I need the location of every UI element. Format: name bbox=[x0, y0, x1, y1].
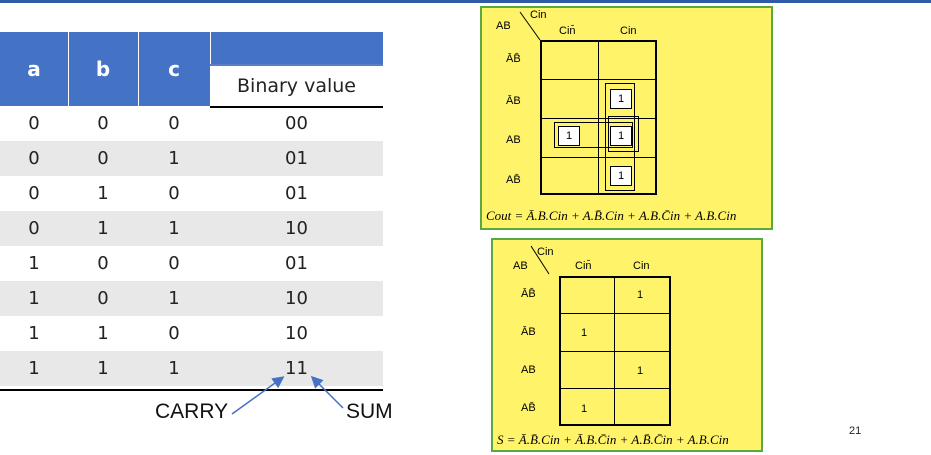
kmap-corner-cin: Cin bbox=[530, 9, 547, 21]
kmap-divider bbox=[598, 40, 599, 195]
cell-c: 1 bbox=[168, 218, 180, 239]
cell-a: 0 bbox=[28, 113, 40, 134]
cell-c: 1 bbox=[168, 148, 180, 169]
kmap-group-loop bbox=[554, 122, 633, 148]
cell-a: 1 bbox=[28, 288, 40, 309]
table-row: 1 0 0 01 bbox=[0, 246, 383, 281]
header-divider bbox=[68, 32, 69, 106]
kmap-carry: AB Cin Cin̄ Cin ĀB̄ ĀB AB AB̄ 1 1 1 1 Co… bbox=[480, 6, 773, 230]
cell-binary: 10 bbox=[285, 323, 308, 344]
cell-c: 0 bbox=[168, 253, 180, 274]
kmap-one: 1 bbox=[610, 126, 632, 146]
table-row: 1 0 1 10 bbox=[0, 281, 383, 316]
carry-equation: Cout = Ā.B.Cin + A.B̄.Cin + A.B.C̄in + A… bbox=[486, 208, 737, 223]
cell-binary: 01 bbox=[285, 148, 308, 169]
kmap-one: 1 bbox=[637, 365, 644, 377]
table-bottom-rule bbox=[0, 389, 383, 391]
cell-binary: 11 bbox=[285, 358, 308, 379]
truth-table: a b c Binary value 0 0 0 00 0 0 1 01 0 1… bbox=[0, 32, 383, 386]
kmap-row-header: AB bbox=[506, 134, 521, 146]
kmap-corner-cin: Cin bbox=[537, 246, 554, 258]
header-binary-value: Binary value bbox=[210, 64, 383, 108]
page-number: 21 bbox=[849, 425, 862, 437]
sum-label: SUM bbox=[346, 400, 393, 423]
table-row: 1 1 0 10 bbox=[0, 316, 383, 351]
cell-b: 0 bbox=[97, 148, 109, 169]
kmap-col-header: Cin̄ bbox=[559, 25, 576, 37]
header-c: c bbox=[138, 32, 210, 106]
cell-b: 1 bbox=[97, 183, 109, 204]
cell-b: 1 bbox=[97, 358, 109, 379]
kmap-divider bbox=[559, 351, 671, 352]
table-row: 0 0 1 01 bbox=[0, 141, 383, 176]
kmap-sum: AB Cin Cin̄ Cin ĀB̄ ĀB AB AB̄ 1 1 1 1 S … bbox=[491, 238, 763, 452]
header-a: a bbox=[0, 32, 68, 106]
cell-c: 1 bbox=[168, 288, 180, 309]
cell-binary: 10 bbox=[285, 218, 308, 239]
cell-b: 0 bbox=[97, 253, 109, 274]
carry-label: CARRY bbox=[155, 400, 229, 423]
cell-binary: 01 bbox=[285, 183, 308, 204]
kmap-row-header: AB̄ bbox=[521, 402, 536, 414]
cell-binary: 01 bbox=[285, 253, 308, 274]
kmap-col-header: Cin̄ bbox=[575, 260, 592, 272]
table-row: 0 1 1 10 bbox=[0, 211, 383, 246]
header-b: b bbox=[68, 32, 138, 106]
cell-binary: 00 bbox=[285, 113, 308, 134]
kmap-divider bbox=[559, 313, 671, 314]
sum-arrow bbox=[310, 375, 344, 409]
table-header: a b c Binary value bbox=[0, 32, 383, 108]
cell-b: 0 bbox=[97, 113, 109, 134]
kmap-divider bbox=[559, 388, 671, 389]
cell-c: 0 bbox=[168, 183, 180, 204]
kmap-one: 1 bbox=[610, 89, 632, 109]
cell-a: 0 bbox=[28, 183, 40, 204]
kmap-corner-diagonal bbox=[530, 245, 550, 275]
kmap-corner-ab: AB bbox=[496, 20, 511, 32]
cell-binary: 10 bbox=[285, 288, 308, 309]
kmap-one: 1 bbox=[581, 403, 588, 415]
cell-b: 1 bbox=[97, 323, 109, 344]
kmap-one: 1 bbox=[637, 289, 644, 301]
kmap-row-header: ĀB bbox=[506, 95, 521, 107]
kmap-col-header: Cin bbox=[633, 260, 650, 272]
cell-c: 0 bbox=[168, 113, 180, 134]
kmap-row-header: ĀB bbox=[521, 326, 536, 338]
cell-c: 0 bbox=[168, 323, 180, 344]
kmap-row-header: ĀB̄ bbox=[521, 288, 536, 300]
table-row: 0 1 0 01 bbox=[0, 176, 383, 211]
kmap-divider bbox=[540, 79, 657, 80]
table-row: 0 0 0 00 bbox=[0, 106, 383, 141]
sum-equation: S = Ā.B̄.Cin + Ā.B.C̄in + A.B̄.C̄in + A.… bbox=[497, 432, 729, 447]
kmap-corner-diagonal bbox=[519, 11, 541, 41]
slide-top-rule bbox=[0, 0, 931, 3]
cell-a: 0 bbox=[28, 148, 40, 169]
cell-b: 1 bbox=[97, 218, 109, 239]
kmap-row-header: ĀB̄ bbox=[506, 53, 521, 65]
kmap-one: 1 bbox=[610, 166, 632, 186]
kmap-row-header: AB bbox=[521, 364, 536, 376]
cell-a: 1 bbox=[28, 358, 40, 379]
kmap-col-header: Cin bbox=[620, 25, 637, 37]
kmap-group-loop bbox=[608, 116, 639, 152]
cell-b: 0 bbox=[97, 288, 109, 309]
cell-a: 1 bbox=[28, 323, 40, 344]
kmap-one: 1 bbox=[558, 126, 580, 146]
carry-arrow bbox=[231, 376, 285, 415]
kmap-divider bbox=[540, 118, 657, 119]
kmap-divider bbox=[540, 157, 657, 158]
kmap-corner-ab: AB bbox=[513, 260, 528, 272]
header-divider bbox=[138, 32, 139, 106]
cell-a: 0 bbox=[28, 218, 40, 239]
kmap-row-header: AB̄ bbox=[506, 174, 521, 186]
kmap-one: 1 bbox=[581, 327, 588, 339]
kmap-group-loop bbox=[605, 83, 635, 191]
cell-c: 1 bbox=[168, 358, 180, 379]
cell-a: 1 bbox=[28, 253, 40, 274]
